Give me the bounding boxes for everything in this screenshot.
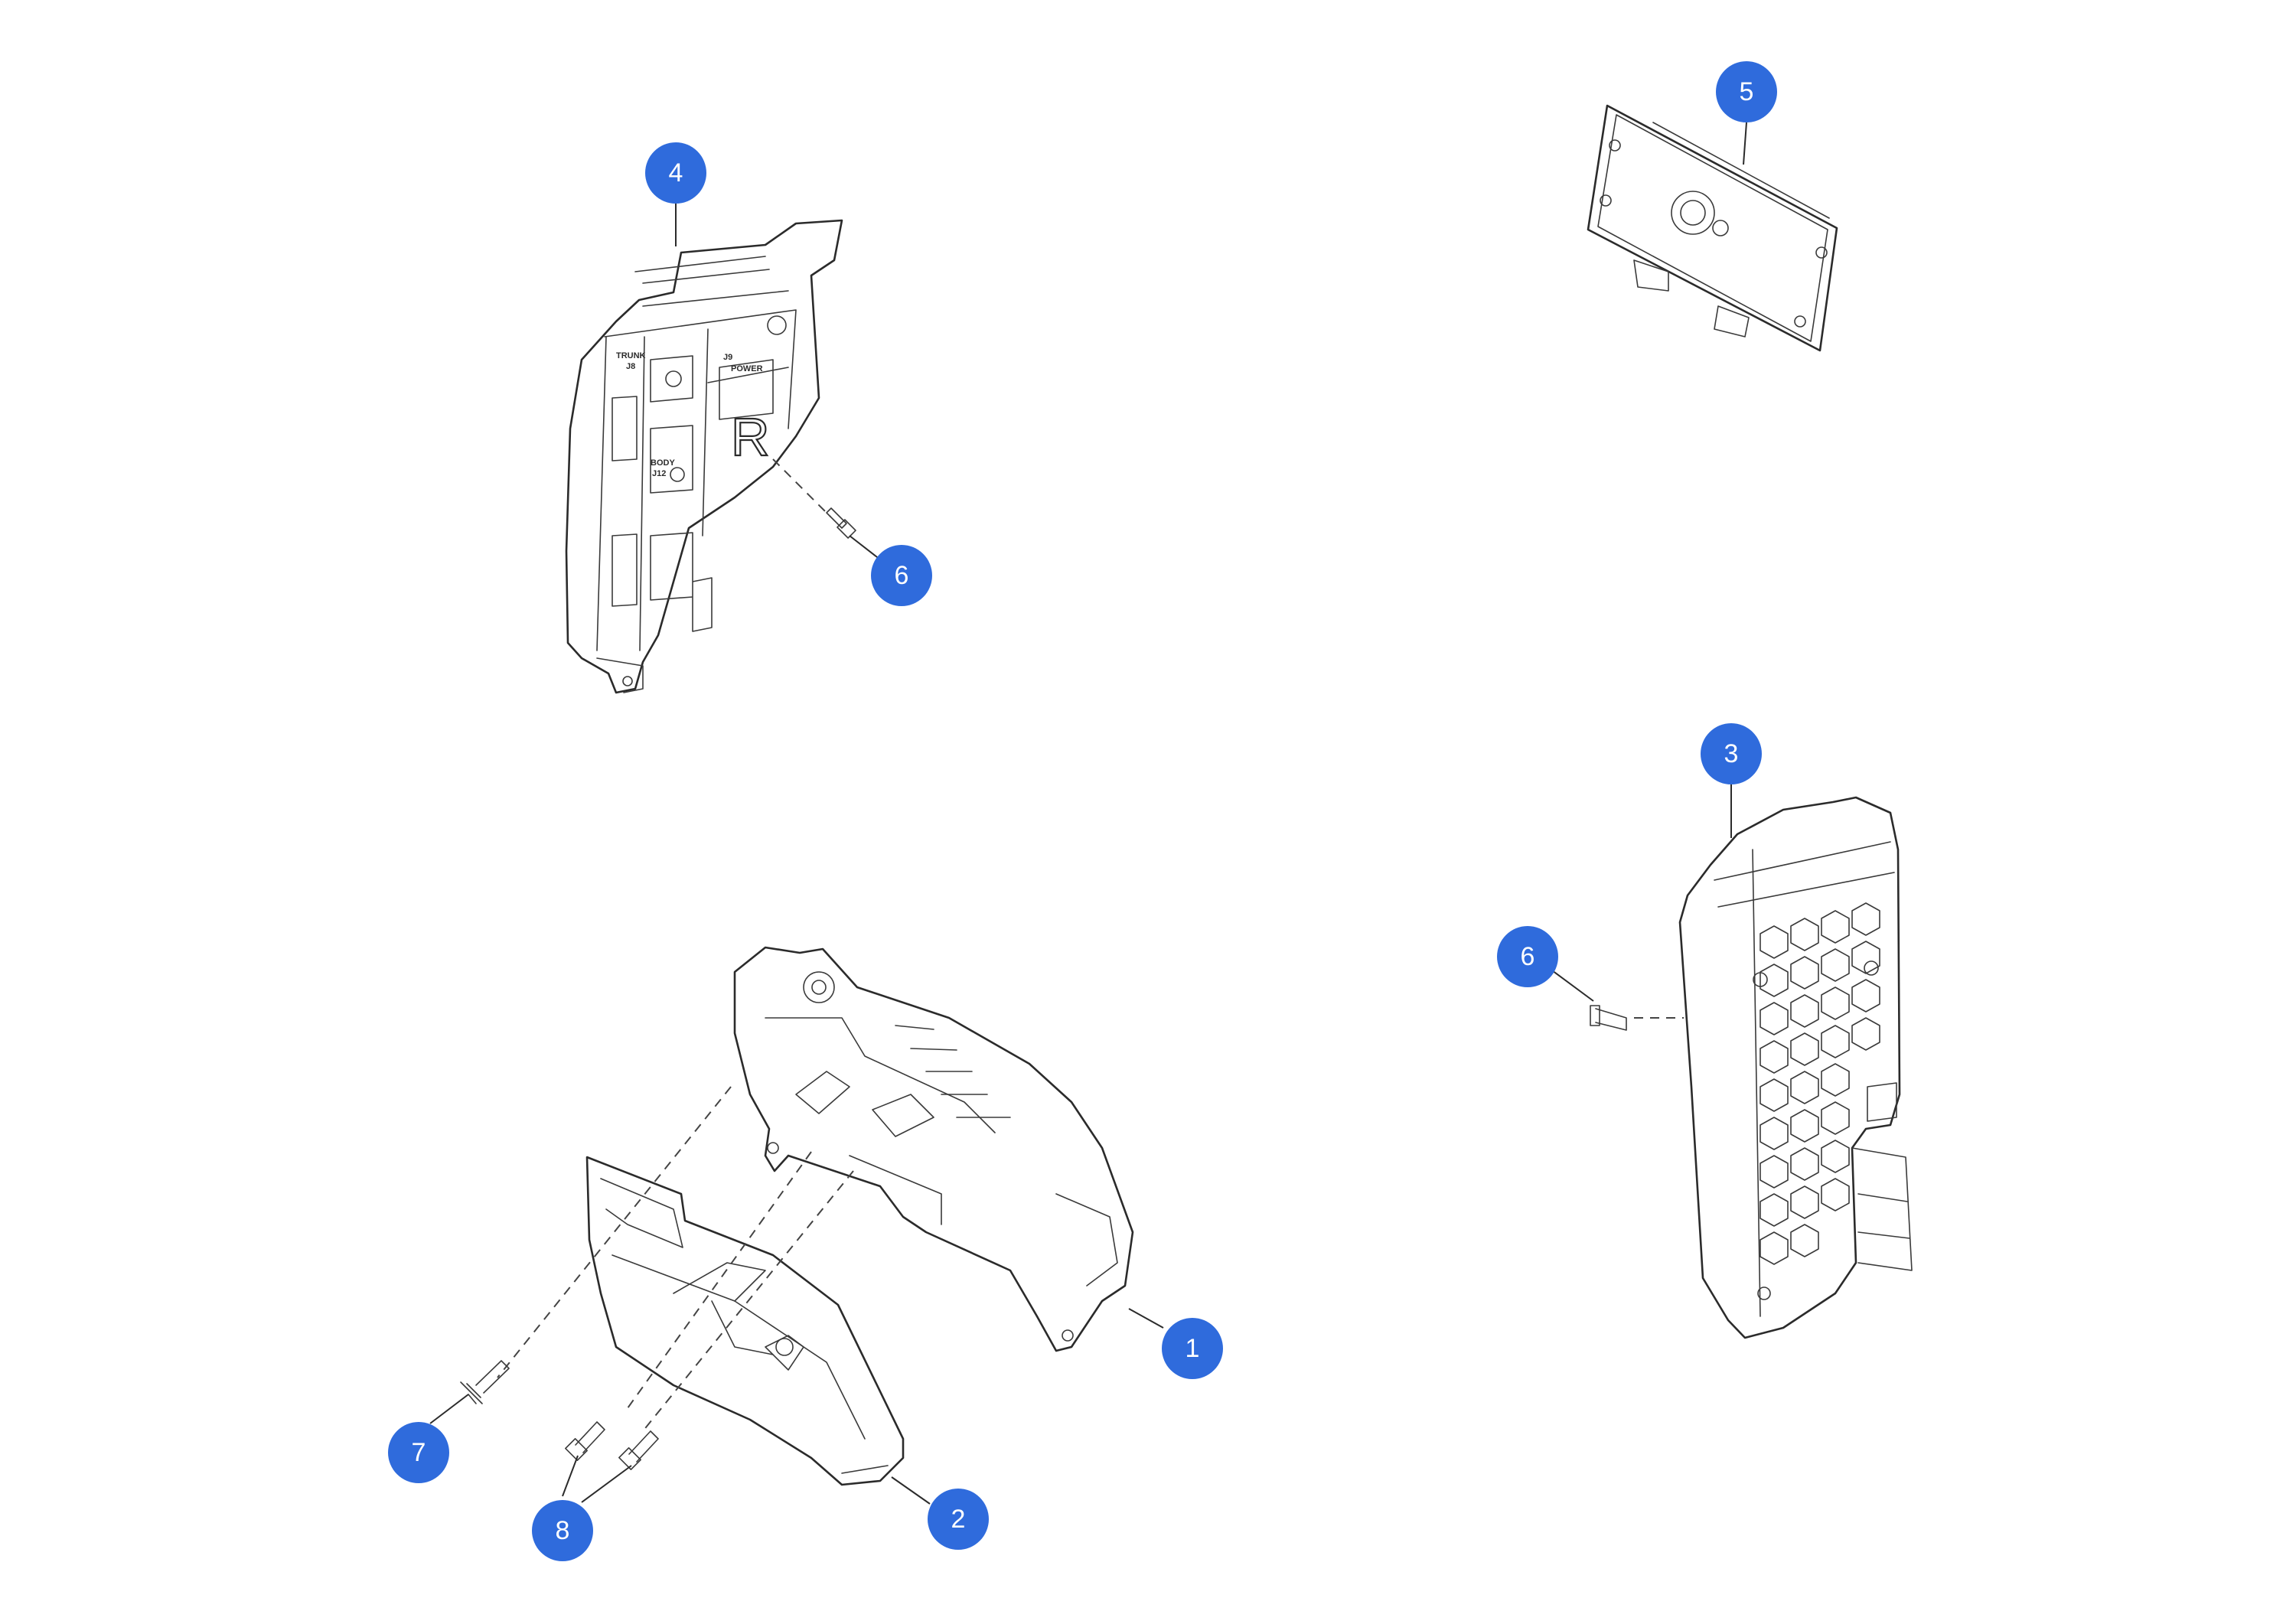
label-r: R [731, 407, 770, 467]
label-trunk: TRUNK [616, 351, 646, 360]
callout-6-upper-label: 6 [895, 561, 909, 590]
callout-6-right: 6 [1497, 926, 1558, 987]
part-3-honeycomb-module [1678, 796, 1913, 1339]
fastener-6-right [1590, 1005, 1684, 1031]
callout-4-label: 4 [669, 158, 683, 188]
assembly-line-2 [627, 1151, 812, 1409]
label-j8: J8 [626, 362, 635, 371]
callout-1-label: 1 [1186, 1334, 1200, 1363]
part-5-antenna-module [1587, 104, 1838, 352]
callout-7-label: 7 [412, 1438, 426, 1467]
callout-2-label: 2 [951, 1505, 966, 1534]
leader-7 [429, 1394, 469, 1424]
fastener-6-upper [772, 458, 856, 539]
callout-6-upper: 6 [871, 545, 932, 606]
leader-8b [581, 1465, 632, 1503]
label-j12: J12 [652, 469, 666, 478]
honeycomb-cells [1760, 902, 1880, 1265]
label-body: BODY [651, 458, 675, 468]
callout-6-right-label: 6 [1521, 942, 1535, 971]
fastener-8-right [618, 1430, 659, 1470]
fastener-8-left [565, 1421, 605, 1461]
leader-1 [1128, 1308, 1164, 1329]
callout-8: 8 [532, 1500, 593, 1561]
callout-5-label: 5 [1740, 77, 1754, 106]
leader-5 [1743, 122, 1747, 165]
label-j9: J9 [723, 353, 732, 362]
callout-1: 1 [1162, 1318, 1223, 1379]
callout-2: 2 [928, 1489, 989, 1550]
leader-6b [1551, 970, 1594, 1002]
part-2-cover [585, 1156, 905, 1486]
leader-2 [891, 1476, 931, 1505]
assembly-line-3 [642, 1170, 854, 1432]
part-4-body-controller-module: TRUNK J8 J9 POWER BODY J12 R [565, 219, 843, 694]
callout-8-label: 8 [556, 1516, 570, 1545]
callout-3: 3 [1701, 723, 1762, 784]
callout-7: 7 [388, 1422, 449, 1483]
callout-3-label: 3 [1724, 739, 1739, 768]
part-1-housing [733, 946, 1134, 1352]
leader-8a [562, 1455, 579, 1497]
label-power: POWER [731, 364, 763, 373]
fastener-7 [460, 1360, 510, 1404]
callout-5: 5 [1716, 61, 1777, 122]
callout-4: 4 [645, 142, 706, 204]
assembly-line-1 [497, 1086, 732, 1378]
